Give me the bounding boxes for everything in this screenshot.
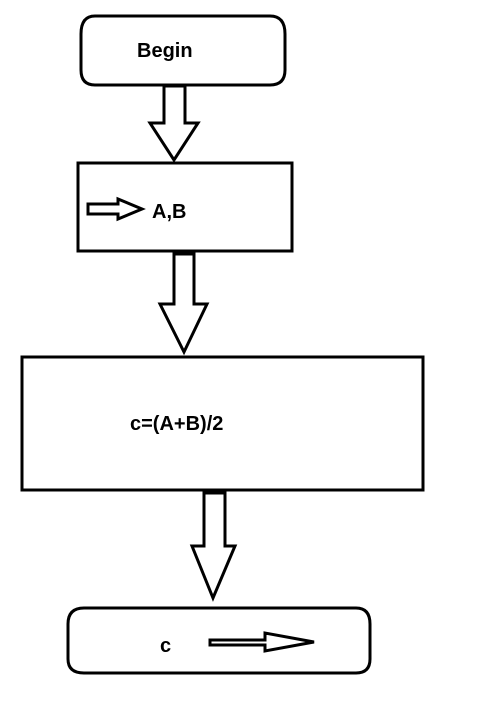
down-arrow-icon	[157, 252, 210, 356]
down-arrow-icon	[189, 491, 238, 602]
right-arrow-icon	[86, 196, 146, 222]
edge-compute-to-output	[189, 491, 238, 602]
begin-terminal-shape	[79, 14, 287, 87]
right-arrow-icon	[208, 631, 315, 653]
output-node: c	[66, 606, 372, 675]
begin-label: Begin	[137, 40, 193, 62]
compute-process-shape	[20, 355, 425, 492]
compute-label: c=(A+B)/2	[130, 413, 223, 435]
edge-input-to-compute	[157, 252, 210, 356]
down-arrow-icon	[147, 84, 201, 163]
edge-begin-to-input	[147, 84, 201, 163]
input-label: A,B	[152, 201, 186, 223]
begin-node: Begin	[79, 14, 287, 87]
compute-node: c=(A+B)/2	[20, 355, 425, 492]
input-node: A,B	[76, 161, 294, 253]
output-label: c	[160, 635, 171, 657]
